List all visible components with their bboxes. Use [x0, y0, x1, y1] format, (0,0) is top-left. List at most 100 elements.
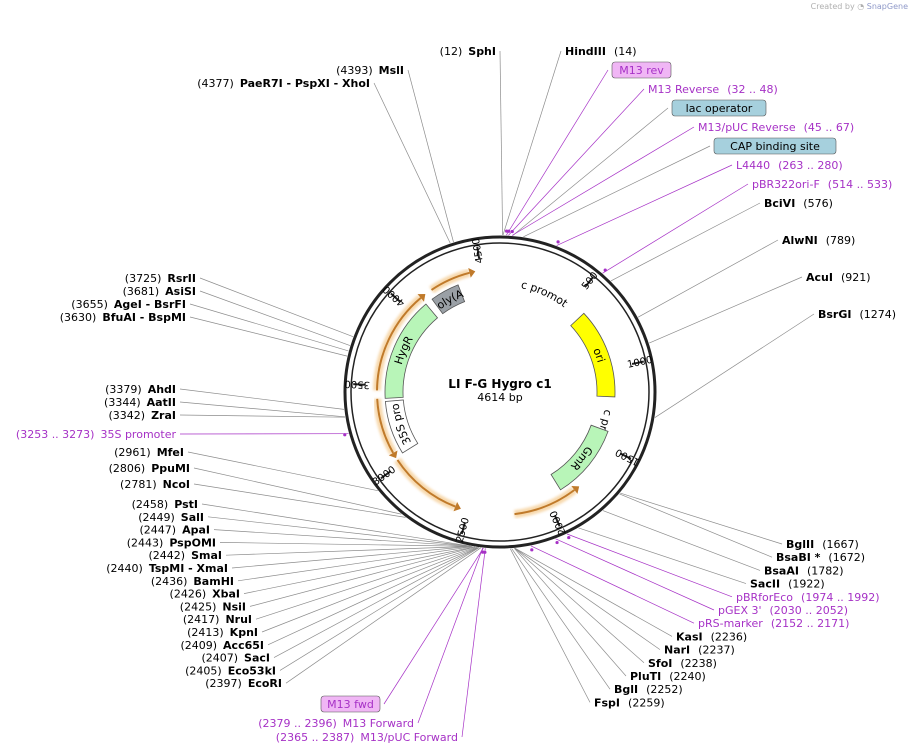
- label-text: (2781)NcoI: [120, 478, 190, 491]
- leader-line: [637, 239, 779, 318]
- leader-line: [602, 183, 749, 274]
- snapgene-logo-icon: ◔: [857, 2, 865, 11]
- site-label-pluti: PluTI(2240): [630, 670, 706, 683]
- tick-label: 2500: [455, 516, 472, 543]
- leader-line: [179, 414, 346, 418]
- label-text: pBRforEco(1974 .. 1992): [736, 591, 880, 604]
- label-position: (2409): [180, 639, 217, 652]
- credit-prefix: Created by: [810, 2, 855, 11]
- leader-line: [187, 451, 378, 492]
- site-label-agei-bsrfi: (3655)AgeI - BsrFI: [71, 298, 186, 311]
- label-position: (2397): [205, 677, 242, 690]
- leader-line: [193, 467, 402, 515]
- label-position: (1922): [788, 578, 825, 591]
- leader-line: [578, 527, 747, 584]
- site-label-pspomi: (2443)PspOMI: [127, 536, 216, 549]
- label-name: pRS-marker: [698, 617, 763, 630]
- label-position: (1974 .. 1992): [801, 591, 880, 604]
- orf-arrowhead-icon: [453, 501, 461, 512]
- orf-glow: [394, 457, 457, 511]
- label-position: (3725): [125, 272, 162, 285]
- site-label-sphi: (12)SphI: [440, 45, 496, 58]
- leader-line: [523, 145, 711, 238]
- leader-line: [407, 69, 454, 243]
- label-text: (2443)PspOMI: [127, 536, 216, 549]
- label-name: SphI: [468, 45, 496, 58]
- leader-line: [610, 202, 761, 282]
- tick-mark: [553, 514, 561, 527]
- label-position: (3681): [123, 285, 160, 298]
- label-text: (2397)EcoRI: [205, 677, 282, 690]
- orf-glow: [513, 486, 577, 519]
- label-name: SalI: [181, 511, 204, 524]
- label-text: (2365 .. 2387)M13/pUC Forward: [276, 731, 458, 744]
- label-position: (2806): [109, 462, 146, 475]
- label-text: (3655)AgeI - BsrFI: [71, 298, 186, 311]
- label-name: MslI: [379, 64, 404, 77]
- site-label-ahdi: (3379)AhdI: [105, 383, 176, 396]
- leader-line: [511, 126, 695, 236]
- label-text: SfoI(2238): [648, 657, 717, 670]
- leader-lines: [179, 50, 815, 738]
- label-position: (2379 .. 2396): [258, 717, 337, 730]
- label-text: L4440(263 .. 280): [736, 159, 843, 172]
- leader-line: [514, 548, 627, 677]
- site-label-pbr322ori-f: pBR322ori-F(514 .. 533): [752, 178, 892, 191]
- label-text: SacII(1922): [750, 578, 825, 591]
- feature-label-camv-poly-a-signal: CaMV poly(A) signal: [0, 0, 466, 312]
- label-position: (1274): [859, 308, 896, 321]
- label-text: (3630)BfuAI - BspMI: [60, 311, 186, 324]
- leader-line: [189, 316, 348, 357]
- site-label-mfei: (2961)MfeI: [114, 446, 184, 459]
- primer-site-marker: [480, 550, 484, 554]
- label-text: BsaBI *(1672): [776, 551, 865, 564]
- feature-gmr: [550, 424, 609, 491]
- plasmid-size: 4614 bp: [477, 391, 522, 404]
- label-text: AlwNI(789): [782, 234, 855, 247]
- tick-mark: [476, 246, 481, 259]
- tick-mark: [353, 383, 366, 386]
- leader-line: [199, 290, 351, 346]
- leader-line: [243, 546, 475, 594]
- site-label-xbai: (2426)XbaI: [170, 588, 240, 601]
- label-position: (514 .. 533): [828, 178, 893, 191]
- label-name: Acc65I: [223, 639, 264, 652]
- orf-arrowhead-icon: [571, 485, 580, 494]
- label-text: (2379 .. 2396)M13 Forward: [258, 717, 414, 730]
- label-position: (2236): [711, 630, 748, 643]
- site-label-bamhi: (2436)BamHI: [151, 575, 234, 588]
- label-name: PpuMI: [151, 462, 190, 475]
- label-position: (1782): [807, 564, 844, 577]
- label-name: AcuI: [806, 271, 833, 284]
- leader-line: [189, 303, 349, 352]
- leader-line: [373, 82, 451, 244]
- label-name: TspMI - XmaI: [149, 562, 228, 575]
- label-name: SacI: [244, 652, 270, 665]
- site-label-tspmi-xmai: (2440)TspMI - XmaI: [106, 562, 228, 575]
- site-label-zrai: (3342)ZraI: [109, 409, 177, 422]
- label-name: KpnI: [230, 626, 258, 639]
- primer-site-marker: [567, 535, 571, 540]
- label-name: NcoI: [163, 478, 190, 491]
- leader-line: [249, 546, 475, 607]
- label-text: (2442)SmaI: [149, 549, 222, 562]
- leader-line: [654, 313, 815, 418]
- label-position: (2442): [149, 549, 186, 562]
- label-position: (921): [841, 271, 871, 284]
- label-position: (576): [803, 197, 833, 210]
- label-text: (2458)PstI: [132, 498, 198, 511]
- label-text: (3725) RsrII: [125, 272, 196, 285]
- tick-mark: [631, 360, 645, 365]
- label-position: (2259): [628, 696, 665, 709]
- label-name: RsrII: [167, 272, 196, 285]
- label-name: M13/pUC Reverse: [698, 121, 796, 134]
- leader-line: [514, 548, 661, 650]
- label-text: (4377)PaeR7I - PspXI - XhoI: [197, 77, 370, 90]
- leader-line: [207, 516, 470, 547]
- label-name: 35S promoter: [100, 428, 176, 441]
- label-position: (2252): [646, 683, 683, 696]
- label-text: (3342)ZraI: [109, 409, 177, 422]
- primer-site-marker: [343, 433, 347, 437]
- label-name: Eco53kI: [228, 664, 276, 677]
- feature-camv-35s-promoter: [384, 399, 419, 454]
